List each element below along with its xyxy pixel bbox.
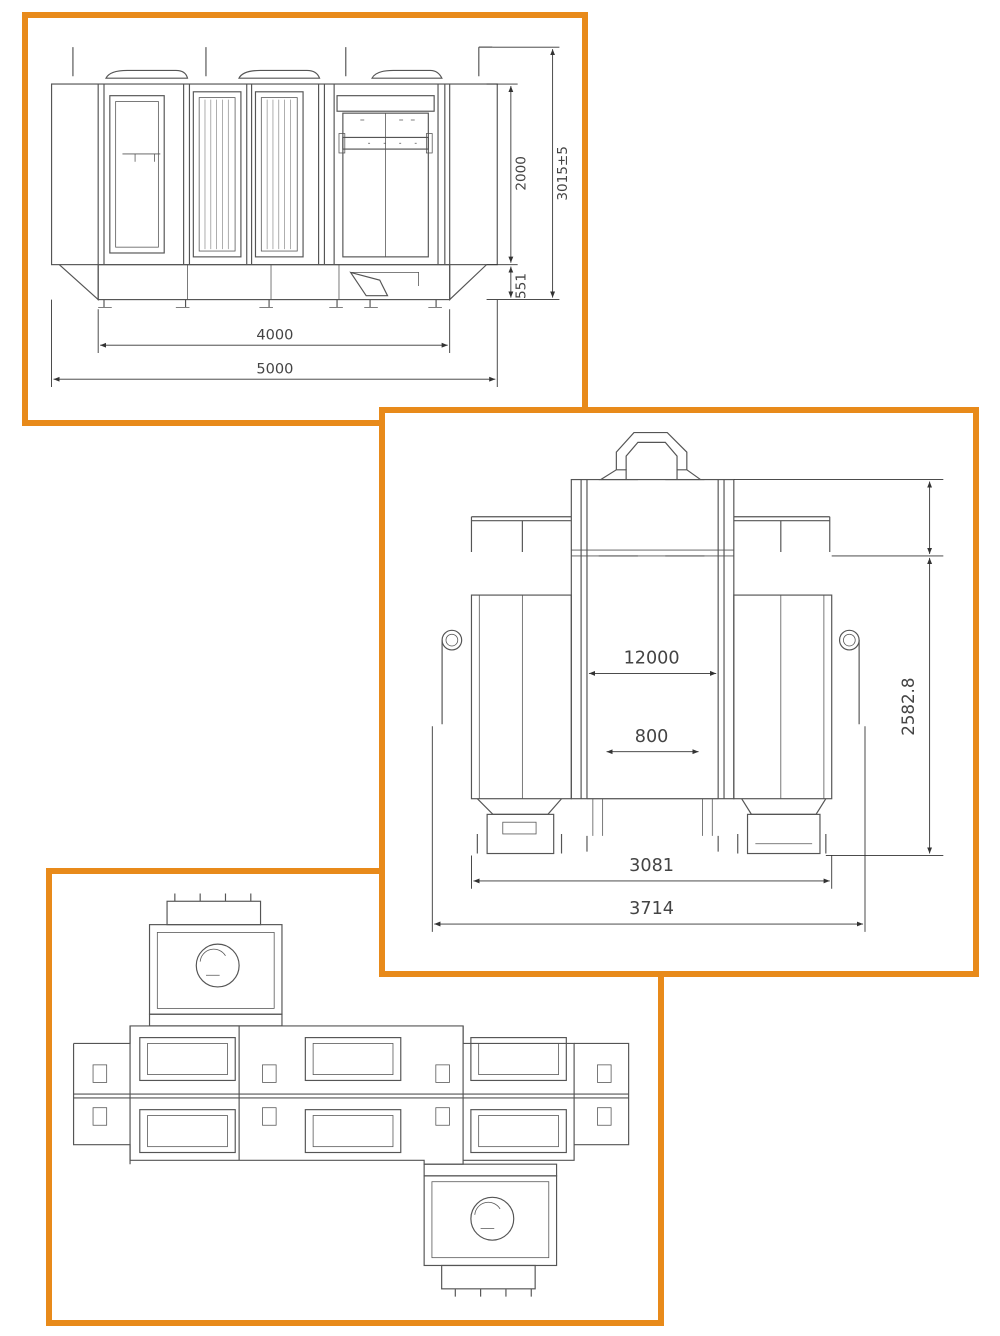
fan-unit-bottom xyxy=(423,1163,558,1297)
dimension-overall-width: 5000 xyxy=(51,299,498,387)
dimension-label-800: 800 xyxy=(635,727,669,747)
front-elevation-panel: 5000 4000 2000 551 3015±5 xyxy=(22,12,588,426)
fan-unit-top xyxy=(148,893,283,1027)
bottom-units xyxy=(476,798,827,855)
dimension-label-3081: 3081 xyxy=(629,856,674,876)
front-elevation-drawing: 5000 4000 2000 551 3015±5 xyxy=(50,46,571,387)
side-elevation-drawing: 12000 800 2582.8 3081 3714 xyxy=(431,431,944,932)
dimension-label-2000: 2000 xyxy=(513,156,529,191)
side-cabinets xyxy=(441,594,860,800)
dimension-heights: 2000 551 3015±5 xyxy=(486,46,571,301)
dimension-label-5000: 5000 xyxy=(256,360,293,377)
dimension-height: 2582.8 xyxy=(733,479,944,856)
upper-side-rails xyxy=(470,516,831,553)
dimension-label-551: 551 xyxy=(513,273,529,299)
dimension-label-3714: 3714 xyxy=(629,899,674,919)
dimension-widths: 3081 3714 xyxy=(431,726,866,932)
top-duct xyxy=(600,431,701,481)
side-elevation-panel: 12000 800 2582.8 3081 3714 xyxy=(379,407,979,977)
top-plan-drawing xyxy=(72,893,630,1297)
dimension-interior: 12000 800 xyxy=(588,649,717,755)
booth-base xyxy=(58,264,487,308)
roof-vents xyxy=(72,46,493,79)
dimension-label-3015: 3015±5 xyxy=(555,146,571,201)
dimension-label-4000: 4000 xyxy=(256,326,293,343)
dimension-inner-width: 4000 xyxy=(97,309,451,353)
plan-body xyxy=(72,1025,630,1165)
booth-body xyxy=(50,83,498,266)
dimension-label-12000: 12000 xyxy=(624,649,680,669)
dimension-label-2582: 2582.8 xyxy=(899,678,918,736)
